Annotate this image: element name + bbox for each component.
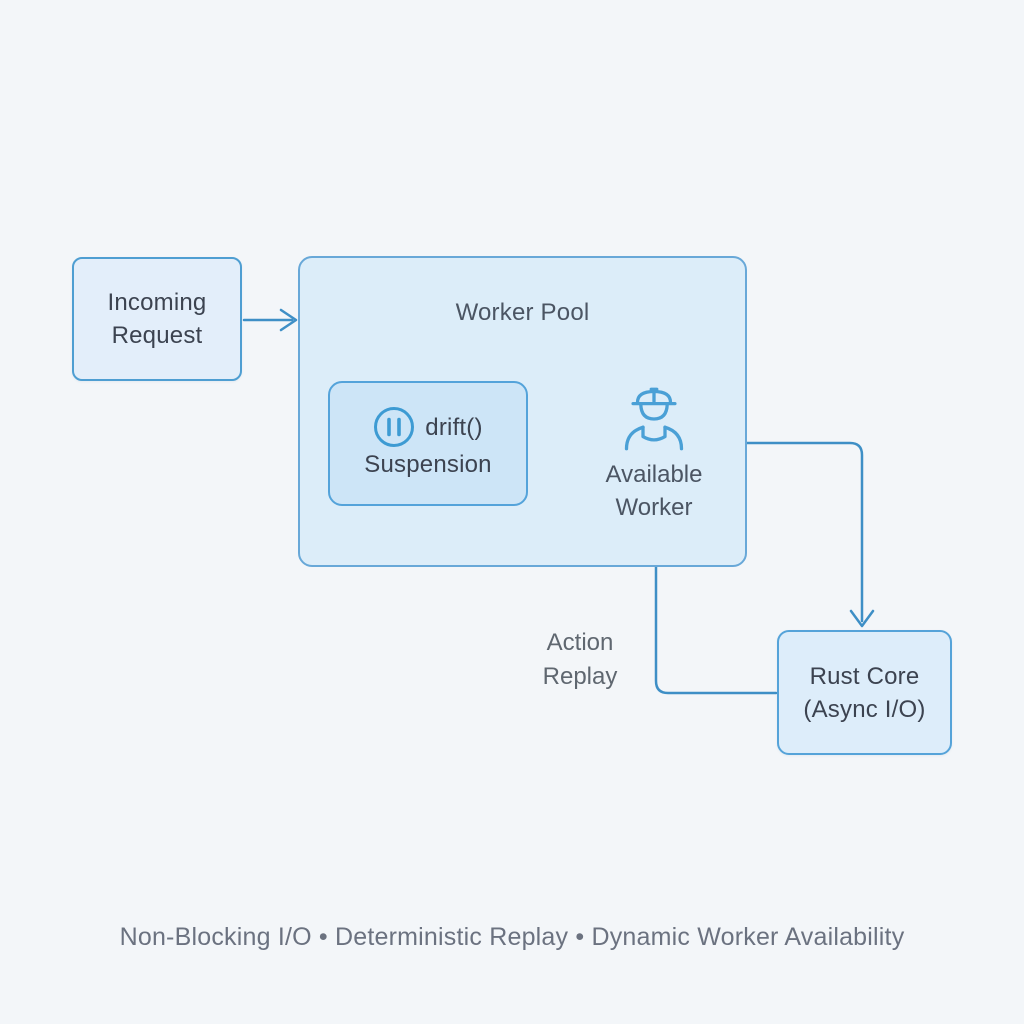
incoming-request-label-line1: Incoming (107, 289, 207, 316)
node-drift-suspension[interactable]: drift() Suspension (328, 381, 528, 506)
action-replay-line1: Action (546, 629, 614, 656)
node-available-worker[interactable]: Available Worker (584, 386, 724, 524)
pause-icon (373, 406, 415, 448)
node-rust-core[interactable]: Rust Core (Async I/O) (777, 630, 952, 755)
node-incoming-request[interactable]: Incoming Request (72, 257, 242, 381)
rust-core-label-line2: (Async I/O) (803, 695, 926, 723)
suspension-label: Suspension (364, 451, 492, 478)
worker-pool-title: Worker Pool (455, 299, 590, 326)
available-worker-label-line2: Worker (615, 494, 693, 521)
drift-suspension-row: drift() (373, 406, 483, 448)
diagram-caption: Non-Blocking I/O • Deterministic Replay … (119, 923, 905, 951)
arrow-incoming-to-pool (242, 308, 298, 332)
edge-label-action-replay: Action Replay (520, 626, 640, 694)
available-worker-label-line1: Available (605, 461, 703, 488)
rust-core-label-line1: Rust Core (809, 662, 920, 690)
action-replay-line2: Replay (542, 663, 618, 690)
drift-label: drift() (425, 413, 483, 441)
construction-worker-icon (618, 386, 690, 452)
incoming-request-label-line2: Request (111, 322, 203, 349)
